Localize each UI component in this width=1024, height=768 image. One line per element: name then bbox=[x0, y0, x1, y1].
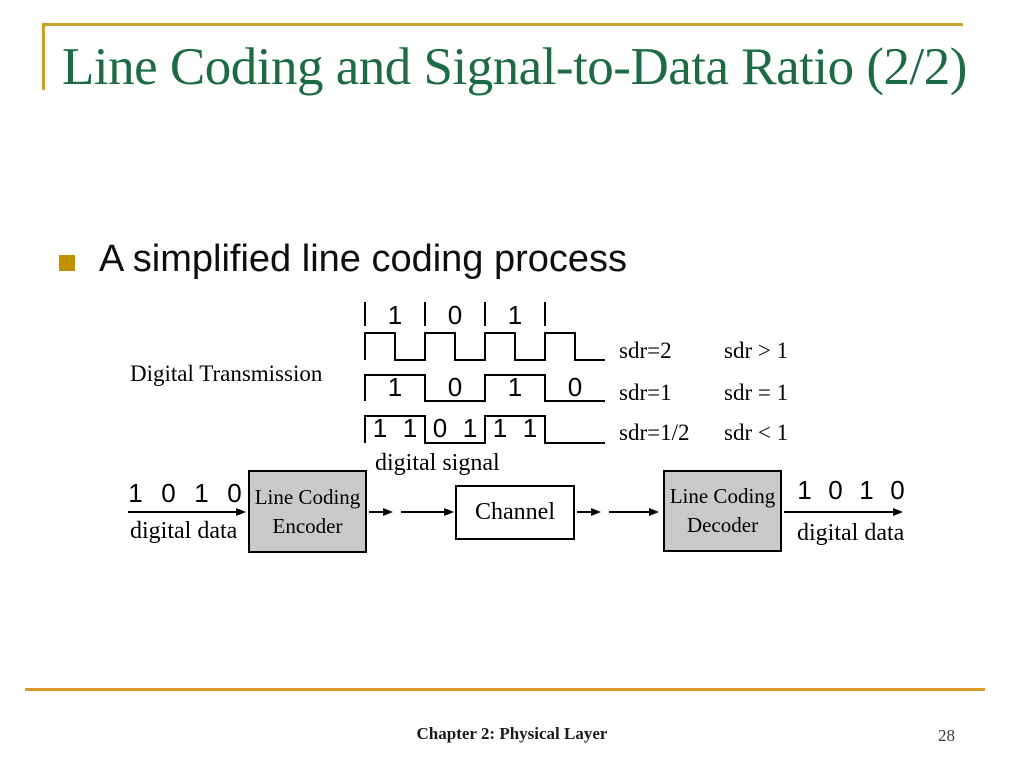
digital-transmission-label: Digital Transmission bbox=[130, 361, 323, 386]
digital-signal-label: digital signal bbox=[375, 450, 500, 476]
waveform-sdr-half-bits: 1 1 0 1 1 1 bbox=[365, 413, 545, 444]
bit-ticks bbox=[364, 302, 546, 326]
bit-label: 0 bbox=[161, 478, 176, 508]
bit-label: 1 bbox=[402, 413, 418, 443]
sdr-value-2: sdr=1 bbox=[619, 380, 672, 405]
bit-label: 1 bbox=[797, 475, 812, 505]
channel-label: Channel bbox=[475, 499, 555, 525]
encoder-label-line1: Line Coding bbox=[254, 484, 361, 509]
output-bits: 1 0 1 0 bbox=[789, 475, 913, 506]
bit-label: 0 bbox=[447, 300, 463, 330]
bit-label: 1 bbox=[507, 372, 523, 402]
waveform-sdr-half-path bbox=[364, 415, 605, 444]
bit-label: 1 bbox=[492, 413, 508, 443]
bit-label: 0 bbox=[227, 478, 242, 508]
input-bits: 1 0 1 0 bbox=[119, 478, 251, 509]
bit-label: 1 bbox=[859, 475, 874, 505]
digital-data-output-label: digital data bbox=[797, 520, 905, 546]
waveform-sdr1-path bbox=[364, 374, 605, 402]
sdr-relation-3: sdr < 1 bbox=[724, 420, 789, 445]
bit-label: 0 bbox=[567, 372, 583, 402]
encoder-label-line2: Encoder bbox=[272, 513, 343, 538]
bit-label: 1 bbox=[507, 300, 523, 330]
channel-box: Channel bbox=[455, 485, 575, 540]
footer-accent-rule bbox=[25, 688, 985, 691]
waveform-sdr2-bits: 1 0 1 bbox=[365, 300, 545, 331]
decoder-box: Line Coding Decoder bbox=[663, 470, 782, 552]
digital-data-input-label: digital data bbox=[130, 518, 238, 544]
bullet-text: A simplified line coding process bbox=[99, 238, 628, 280]
bit-label: 1 bbox=[522, 413, 538, 443]
bullet-marker bbox=[59, 255, 75, 271]
slide-title: Line Coding and Signal-to-Data Ratio (2/… bbox=[62, 38, 967, 96]
sdr-relation-2: sdr = 1 bbox=[724, 380, 789, 405]
left-accent-rule bbox=[42, 23, 45, 90]
decoder-label-line1: Line Coding bbox=[669, 484, 776, 508]
bit-label: 1 bbox=[387, 372, 403, 402]
sdr-value-1: sdr=2 bbox=[619, 338, 672, 363]
waveform-sdr1-bits: 1 0 1 0 bbox=[365, 372, 605, 403]
bit-label: 0 bbox=[890, 475, 905, 505]
encoder-box: Line Coding Encoder bbox=[248, 470, 367, 553]
sdr-relation-1: sdr > 1 bbox=[724, 338, 789, 363]
footer-title: Chapter 2: Physical Layer bbox=[416, 724, 608, 743]
bit-label: 0 bbox=[447, 372, 463, 402]
bit-label: 1 bbox=[194, 478, 209, 508]
bit-label: 0 bbox=[432, 413, 448, 443]
bit-label: 1 bbox=[372, 413, 388, 443]
waveform-sdr2-path bbox=[364, 332, 605, 361]
bit-label: 0 bbox=[828, 475, 843, 505]
bit-label: 1 bbox=[128, 478, 143, 508]
bullet-item: A simplified line coding process bbox=[59, 238, 627, 281]
decoder-label-line2: Decoder bbox=[686, 513, 759, 537]
page-number: 28 bbox=[938, 726, 955, 745]
sdr-value-3: sdr=1/2 bbox=[619, 420, 690, 445]
bit-label: 1 bbox=[462, 413, 478, 443]
top-accent-rule bbox=[42, 23, 963, 26]
bit-label: 1 bbox=[387, 300, 403, 330]
